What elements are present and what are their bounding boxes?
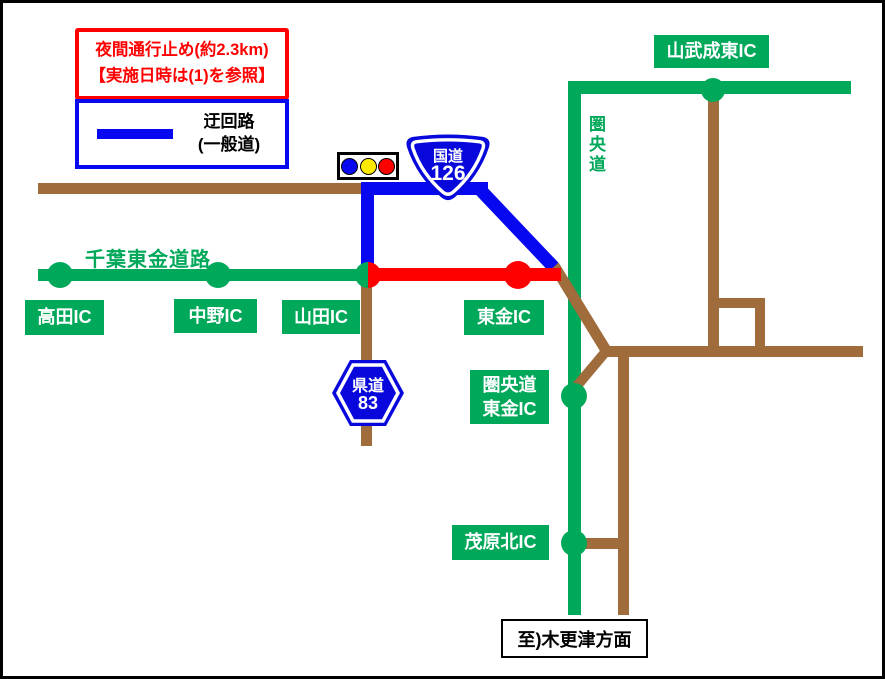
detour-legend-line1: 迂回路 bbox=[203, 112, 255, 132]
prefectural-route-type-label: 県道 bbox=[351, 378, 384, 395]
route-sign-prefectural-83: 県道 83 bbox=[330, 356, 406, 430]
label-kenodo-togane-ic: 圏央道 東金IC bbox=[470, 370, 549, 424]
label-takada-ic: 高田IC bbox=[25, 300, 104, 335]
detour-legend-line2: (一般道) bbox=[197, 135, 261, 154]
national-route-type-label: 国道 bbox=[432, 148, 463, 165]
detour-legend-label: 迂回路 (一般道) bbox=[173, 111, 285, 157]
road-general-loop-top bbox=[713, 298, 763, 308]
label-togane-ic-text: 東金IC bbox=[477, 307, 531, 328]
national-route-number: 126 bbox=[430, 162, 466, 185]
node-mobara-kita-ic bbox=[561, 530, 587, 556]
label-takada-ic-text: 高田IC bbox=[37, 307, 92, 328]
label-sanbu-naruto-ic-text: 山武成東IC bbox=[666, 41, 757, 62]
label-mobara-kita-ic-text: 茂原北IC bbox=[464, 532, 537, 553]
closure-warning-box: 夜間通行止め(約2.3km) 【実施日時は(1)を参照】 bbox=[75, 28, 289, 100]
node-sanbu-naruto-ic bbox=[701, 78, 725, 102]
road-name-kenodo: 圏央道 bbox=[586, 115, 605, 175]
node-takada-ic bbox=[47, 262, 73, 288]
signal-blue-lamp-icon bbox=[341, 157, 358, 175]
road-general-main-east-horizontal bbox=[602, 346, 863, 357]
node-nakano-ic bbox=[205, 262, 231, 288]
signal-yellow-lamp-icon bbox=[359, 157, 377, 175]
node-togane-ic bbox=[504, 261, 532, 289]
closure-warning-line2: 【実施日時は(1)を参照】 bbox=[89, 67, 275, 85]
traffic-signal-icon bbox=[337, 152, 399, 180]
detour-legend-box: 迂回路 (一般道) bbox=[75, 99, 289, 169]
road-general-mobara-connector bbox=[573, 538, 623, 549]
road-closure-section bbox=[368, 268, 561, 281]
road-name-chiba-togane: 千葉東金道路 bbox=[85, 249, 211, 271]
detour-line-swatch bbox=[97, 129, 173, 139]
label-kenodo-togane-ic-line1: 圏央道 bbox=[482, 374, 537, 395]
route-sign-national-126: 国道 126 bbox=[404, 134, 492, 204]
label-yamada-ic: 山田IC bbox=[282, 300, 360, 334]
destination-kisarazu-text: 至)木更津方面 bbox=[517, 629, 632, 650]
label-nakano-ic: 中野IC bbox=[174, 299, 257, 333]
road-general-top-west bbox=[38, 183, 366, 194]
label-togane-ic: 東金IC bbox=[464, 300, 544, 335]
road-general-loop-right bbox=[755, 298, 765, 354]
label-yamada-ic-text: 山田IC bbox=[294, 306, 348, 327]
prefectural-route-sign-shape-icon bbox=[332, 360, 404, 426]
label-nakano-ic-text: 中野IC bbox=[188, 305, 243, 326]
signal-red-lamp-icon bbox=[378, 157, 395, 175]
route-detour-vertical bbox=[361, 182, 374, 281]
node-kenodo-togane-ic bbox=[561, 383, 587, 409]
destination-kisarazu-box: 至)木更津方面 bbox=[501, 619, 648, 658]
national-route-sign-shape-icon bbox=[406, 134, 490, 201]
road-chiba-togane-expressway bbox=[38, 269, 368, 281]
prefectural-route-number: 83 bbox=[357, 393, 379, 413]
label-kenodo-togane-ic-line2: 東金IC bbox=[482, 399, 537, 419]
node-yamada-ic bbox=[355, 262, 381, 288]
label-mobara-kita-ic: 茂原北IC bbox=[452, 525, 549, 560]
road-kenodo-vertical bbox=[568, 81, 581, 615]
road-general-right-vertical-south bbox=[618, 349, 629, 615]
label-sanbu-naruto-ic: 山武成東IC bbox=[654, 35, 769, 68]
road-general-sanbu-vertical bbox=[708, 88, 719, 351]
closure-warning-line1: 夜間通行止め(約2.3km) bbox=[95, 41, 269, 60]
